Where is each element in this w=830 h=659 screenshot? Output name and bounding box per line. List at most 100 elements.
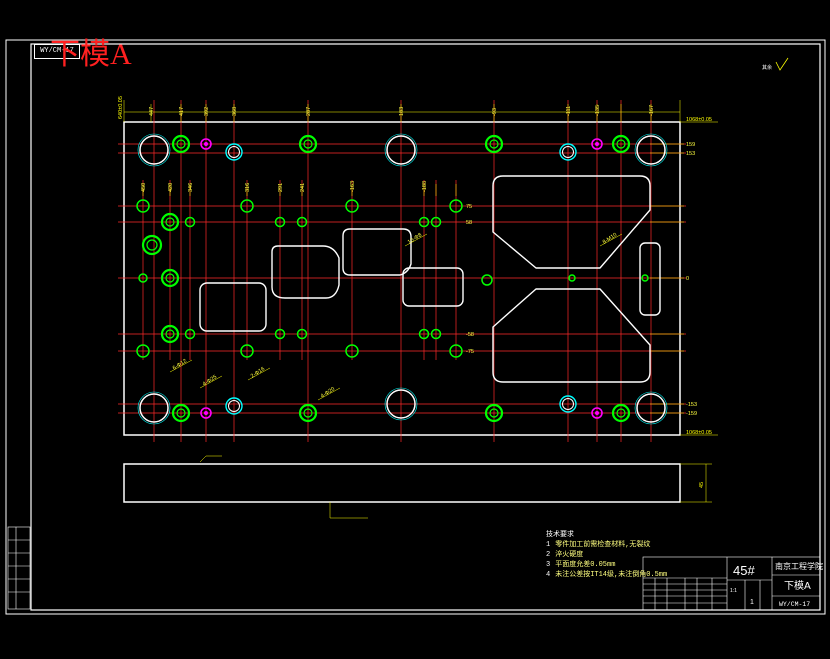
hole-pattern xyxy=(136,133,668,425)
screw-hole-inner xyxy=(165,329,175,339)
drawing-code-box: WY/CM-17 xyxy=(34,44,80,59)
pin-hole xyxy=(386,389,416,419)
dim-text-top: 392 xyxy=(204,107,210,116)
hole-callout-text: 2-Φ16 xyxy=(250,366,266,379)
small-hole xyxy=(345,199,359,213)
overall-width-label-bottom: 1068±0.05 xyxy=(686,430,712,436)
callout-leader xyxy=(599,233,623,247)
small-hole xyxy=(449,344,463,358)
screw-hole xyxy=(141,234,163,256)
sheet-outer-frame xyxy=(5,39,826,615)
screw-hole-inner xyxy=(176,408,186,418)
dim-text-right: 58 xyxy=(466,220,472,226)
pin-hole xyxy=(386,135,416,165)
dim-text-right: 0 xyxy=(686,276,689,282)
drawing-title: 下模A xyxy=(50,38,132,71)
side-thickness-label: 45 xyxy=(699,482,705,488)
centerlines xyxy=(118,100,686,442)
title-drawing-no: WY/CM-17 xyxy=(779,601,810,608)
small-hole xyxy=(345,344,359,358)
callout-leader xyxy=(199,375,223,389)
small-hole xyxy=(481,274,493,286)
callout-leader xyxy=(404,233,428,247)
tapped-hole-center xyxy=(595,411,599,415)
dim-text-top: 368 xyxy=(232,107,238,116)
dim-text-right: -153 xyxy=(686,402,697,408)
dim-text-mid: 346 xyxy=(188,183,194,192)
pin-hole-chamfer xyxy=(137,133,171,167)
small-hole xyxy=(430,216,442,228)
small-hole xyxy=(430,328,442,340)
dowel-hole xyxy=(225,143,243,161)
dowel-hole xyxy=(225,397,243,415)
pin-hole-chamfer xyxy=(384,133,418,167)
screw-hole-inner xyxy=(616,408,626,418)
hole-callout-text: 10-Φ8 xyxy=(407,232,423,245)
small-hole xyxy=(240,199,254,213)
dim-text-top: -167 xyxy=(649,105,655,116)
pocket-slot-right xyxy=(639,242,661,316)
roughness-symbol xyxy=(775,57,789,71)
tapped-hole xyxy=(200,138,212,150)
title-part-name: 下模A xyxy=(784,580,811,592)
title-material: 45# xyxy=(733,563,755,578)
dim-text-mid: 241 xyxy=(300,183,306,192)
hole-callout-text: 4-Φ25 xyxy=(202,374,218,387)
screw-hole xyxy=(160,268,180,288)
small-hole xyxy=(641,274,649,282)
dim-text-right: 159 xyxy=(686,142,695,148)
tapped-hole xyxy=(591,407,603,419)
screw-hole-inner xyxy=(176,139,186,149)
pin-hole xyxy=(139,135,169,165)
screw-hole-inner xyxy=(616,139,626,149)
pocket-center xyxy=(342,228,412,276)
hole-callout-text: 4-Φ20 xyxy=(320,386,336,399)
small-hole xyxy=(568,274,576,282)
dowel-hole-inner xyxy=(562,146,574,158)
left-strip-table xyxy=(7,526,31,610)
side-view-plate xyxy=(123,463,681,503)
small-hole xyxy=(274,216,286,228)
tapped-hole xyxy=(591,138,603,150)
dim-text-top: 183 xyxy=(399,107,405,116)
pocket-hourglass-lower xyxy=(492,288,651,383)
small-hole xyxy=(296,216,308,228)
dim-text-mid: 316 xyxy=(245,183,251,192)
screw-hole-inner xyxy=(165,273,175,283)
small-hole xyxy=(136,199,150,213)
pocket-center-right xyxy=(402,267,464,307)
small-hole xyxy=(449,199,463,213)
pocket-left xyxy=(199,282,267,332)
dowel-hole-inner xyxy=(228,400,240,412)
dim-text-top: -93 xyxy=(492,108,498,116)
pin-hole-chamfer xyxy=(634,133,668,167)
dim-text-top: 447 xyxy=(149,107,155,116)
pocket-hourglass xyxy=(492,175,651,269)
tapped-hole-center xyxy=(204,411,208,415)
screw-hole xyxy=(160,324,180,344)
dim-text-mid: 420 xyxy=(168,183,174,192)
hole-callout-text: 6-Φ12 xyxy=(172,358,188,371)
small-hole xyxy=(136,344,150,358)
pocket-outlines xyxy=(199,175,661,383)
screw-hole-inner xyxy=(489,139,499,149)
tapped-hole-center xyxy=(204,142,208,146)
small-hole xyxy=(274,328,286,340)
small-hole xyxy=(418,216,430,228)
dim-text-right: -159 xyxy=(686,411,697,417)
callout-leader xyxy=(169,359,193,373)
sheet-inner-frame xyxy=(30,43,821,611)
dim-text-right: -75 xyxy=(466,349,474,355)
screw-hole xyxy=(298,403,318,423)
dim-text-top: -111 xyxy=(566,106,572,116)
small-hole xyxy=(184,328,196,340)
screw-hole-inner xyxy=(489,408,499,418)
